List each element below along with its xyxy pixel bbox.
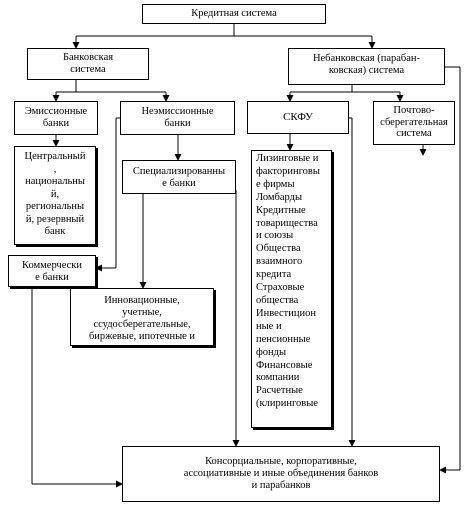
skfu-list-item: товарищества xyxy=(256,217,318,229)
central-banks-line1: Центральный xyxy=(24,151,86,162)
nonemission-banks-line2: банки xyxy=(164,117,191,129)
skfu-list-item: (клиринговые xyxy=(256,398,318,410)
banking-system-box: Банковская система xyxy=(27,48,149,80)
skfu-list-item: Ломбарды xyxy=(256,191,303,203)
consortium-line3: и парабанков xyxy=(251,480,311,491)
skfu-list-item: взаимного xyxy=(256,256,303,268)
postal-savings-line3: система xyxy=(396,128,432,139)
credit-system-label: Кредитная система xyxy=(191,8,277,19)
innovation-banks-line3: ссудосберегательные, xyxy=(93,319,191,330)
skfu-list-item: Инвестицион xyxy=(256,307,316,319)
skfu-list-item: компании xyxy=(256,372,300,384)
nonbanking-system-box: Небанковская (парабан- ковская) система xyxy=(288,48,445,85)
skfu-list-item: пенсионные xyxy=(256,333,311,345)
skfu-list-item: ные и xyxy=(256,320,282,332)
innovation-banks-line4: биржевые, ипотечные и xyxy=(88,331,196,342)
credit-system-root: Кредитная система xyxy=(142,4,326,24)
central-banks-line5: региональны xyxy=(25,201,85,212)
nonbanking-system-line2: ковская) система xyxy=(328,64,405,76)
skfu-list-item: Кредитные xyxy=(256,204,306,216)
skfu-list-item: Расчетные xyxy=(256,385,303,397)
consortium-box: Консорциальные, корпоративные, ассоциати… xyxy=(122,446,440,502)
skfu-list-item: факторинговы xyxy=(256,165,320,177)
skfu-institutions-list: Лизинговые и факторинговы е фирмы Ломбар… xyxy=(251,150,332,428)
nonemission-banks-box: Неэмиссионные банки xyxy=(120,101,235,135)
nonbanking-system-line1: Небанковская (парабан- xyxy=(312,53,421,64)
skfu-list-item: е фирмы xyxy=(256,178,295,190)
central-banks-line4: й, xyxy=(50,188,60,200)
skfu-list-item: кредита xyxy=(256,269,292,281)
commercial-banks-line1: Коммерчески xyxy=(21,260,83,271)
postal-savings-box: Почтово- сберегательная система xyxy=(373,101,455,145)
banking-system-line2: система xyxy=(70,63,106,75)
emission-banks-line2: банки xyxy=(42,117,70,129)
skfu-list-item: Общества xyxy=(256,243,301,255)
central-banks-line2: , xyxy=(53,163,57,175)
innovation-banks-line2: учетные, xyxy=(122,307,162,318)
nonemission-banks-line1: Неэмиссионные xyxy=(141,106,214,117)
emission-banks-box: Эмиссионные банки xyxy=(14,101,98,135)
skfu-list-item: Страховые xyxy=(256,282,305,294)
innovation-banks-line1: Инновационные, xyxy=(104,295,180,306)
skfu-label: СКФУ xyxy=(283,111,313,123)
central-banks-box: Центральный , национальны й, региональны… xyxy=(14,146,96,245)
commercial-banks-box: Коммерчески е банки xyxy=(8,255,96,287)
central-banks-line3: национальны xyxy=(25,176,85,187)
consortium-line2: ассоциативные и иные объединения банков xyxy=(183,468,379,479)
skfu-list-item: и союзы xyxy=(256,230,294,242)
innovation-banks-box: Инновационные, учетные, ссудосберегатель… xyxy=(70,288,214,346)
postal-savings-line2: сберегательная xyxy=(380,116,448,128)
skfu-list-item: фонды xyxy=(256,346,287,358)
skfu-list-item: Финансовые xyxy=(256,359,313,371)
banking-system-line1: Банковская xyxy=(62,52,114,63)
central-banks-line7: банк xyxy=(44,226,66,237)
specialized-banks-box: Специализированны е банки xyxy=(122,160,236,194)
skfu-box: СКФУ xyxy=(247,101,349,134)
central-banks-line6: й, резервный xyxy=(25,213,85,225)
commercial-banks-line2: е банки xyxy=(35,271,69,283)
postal-savings-line1: Почтово- xyxy=(393,105,435,116)
skfu-list-item: Лизинговые и xyxy=(256,153,319,164)
skfu-list-item: общества xyxy=(256,294,299,306)
consortium-line1: Консорциальные, корпоративные, xyxy=(205,456,357,467)
specialized-banks-line2: е банки xyxy=(162,177,196,189)
emission-banks-line1: Эмиссионные xyxy=(24,106,88,117)
specialized-banks-line1: Специализированны xyxy=(132,166,226,177)
